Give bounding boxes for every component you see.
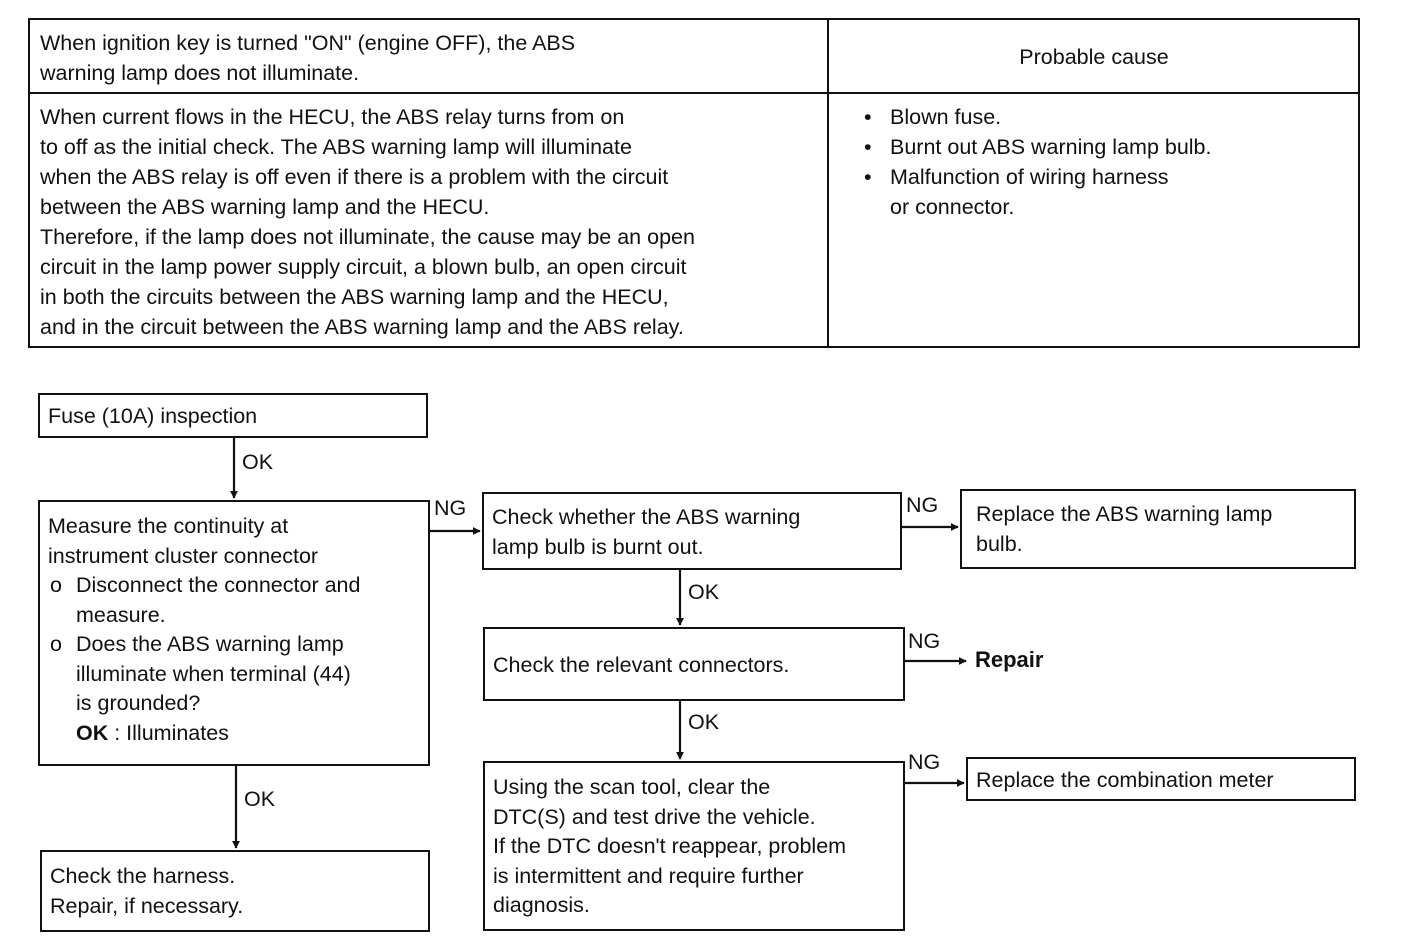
check-connectors-box: Check the relevant connectors.	[483, 627, 905, 701]
scan-line: If the DTC doesn't reappear, problem	[493, 834, 847, 858]
cause-text: or connector.	[890, 195, 1015, 219]
scan-line: Using the scan tool, clear the	[493, 775, 771, 799]
symptom-header: When ignition key is turned "ON" (engine…	[40, 28, 800, 88]
probable-cause-list: • Blown fuse. • Burnt out ABS warning lamp…	[860, 102, 1340, 222]
step-marker: o	[50, 632, 62, 656]
step-line: measure.	[76, 602, 166, 627]
scan-tool-box: Using the scan tool, clear the DTC(S) an…	[483, 761, 905, 931]
replace-bulb-line: Replace the ABS warning lamp	[976, 502, 1273, 526]
description-line: and in the circuit between the ABS warni…	[40, 315, 684, 339]
step-marker: o	[50, 573, 62, 597]
ok-label: OK	[244, 787, 276, 811]
table-divider-vertical	[827, 20, 829, 346]
symptom-header-line: warning lamp does not illuminate.	[40, 61, 360, 85]
ok-criteria: OK : Illuminates	[48, 719, 420, 749]
ok-label: OK	[242, 450, 274, 474]
bullet-icon: •	[864, 165, 872, 189]
probable-cause-header: Probable cause	[1019, 45, 1169, 69]
step-line: illuminate when terminal (44)	[76, 661, 351, 686]
harness-line: Check the harness.	[50, 864, 236, 888]
cause-text: Malfunction of wiring harness	[890, 165, 1169, 189]
harness-line: Repair, if necessary.	[50, 893, 244, 918]
fuse-inspection-text: Fuse (10A) inspection	[48, 404, 258, 428]
measure-line: instrument cluster connector	[48, 543, 319, 568]
ng-label: NG	[906, 493, 939, 517]
fuse-inspection-box: Fuse (10A) inspection	[38, 393, 428, 438]
cause-item: • Malfunction of wiring harness or connect…	[860, 162, 1340, 222]
measure-line: Measure the continuity at	[48, 514, 289, 538]
description-line: Therefore, if the lamp does not illumina…	[40, 225, 695, 249]
ng-label: NG	[908, 629, 941, 653]
bullet-icon: •	[864, 135, 872, 159]
step-line: is grounded?	[76, 691, 201, 715]
ng-label: NG	[908, 750, 941, 774]
cause-item: • Blown fuse.	[860, 102, 1340, 132]
description-line: when the ABS relay is off even if there …	[40, 165, 669, 189]
diagnosis-table: When ignition key is turned "ON" (engine…	[28, 18, 1360, 348]
description-line: to off as the initial check. The ABS war…	[40, 135, 632, 159]
bulb-line: lamp bulb is burnt out.	[492, 534, 704, 559]
check-harness-box: Check the harness. Repair, if necessary.	[40, 850, 430, 932]
symptom-header-line: When ignition key is turned "ON" (engine…	[40, 31, 576, 55]
cause-text: Burnt out ABS warning lamp bulb.	[890, 135, 1212, 159]
ok-label: OK	[688, 580, 720, 604]
step-line: Does the ABS warning lamp	[76, 632, 344, 656]
description-line: When current flows in the HECU, the ABS …	[40, 105, 625, 129]
measure-step: o Disconnect the connector and measure.	[48, 571, 420, 630]
replace-bulb-line: bulb.	[976, 531, 1023, 556]
scan-line: diagnosis.	[493, 893, 590, 917]
ok-criteria-text: : Illuminates	[108, 720, 229, 745]
description-line: between the ABS warning lamp and the HEC…	[40, 195, 490, 219]
ng-label: NG	[434, 496, 467, 520]
description-line: circuit in the lamp power supply circuit…	[40, 255, 687, 279]
scan-line: DTC(S) and test drive the vehicle.	[493, 804, 816, 829]
replace-bulb-box: Replace the ABS warning lamp bulb.	[960, 489, 1356, 569]
table-divider-horizontal	[30, 92, 1358, 94]
ok-label: OK	[688, 710, 720, 734]
bulb-line: Check whether the ABS warning	[492, 505, 801, 529]
connectors-text: Check the relevant connectors.	[493, 653, 790, 677]
repair-result: Repair	[975, 647, 1044, 672]
description-line: in both the circuits between the ABS war…	[40, 285, 669, 309]
replace-meter-box: Replace the combination meter	[966, 757, 1356, 801]
ok-criteria-label: OK	[76, 720, 109, 745]
check-bulb-box: Check whether the ABS warning lamp bulb …	[482, 492, 902, 570]
scan-line: is intermittent and require further	[493, 863, 804, 888]
cause-item: • Burnt out ABS warning lamp bulb.	[860, 132, 1340, 162]
bullet-icon: •	[864, 105, 872, 129]
step-line: Disconnect the connector and	[76, 573, 361, 597]
measure-step: o Does the ABS warning lamp illuminate w…	[48, 630, 420, 719]
symptom-description: When current flows in the HECU, the ABS …	[40, 102, 820, 342]
cause-text: Blown fuse.	[890, 105, 1002, 129]
replace-meter-text: Replace the combination meter	[976, 768, 1274, 792]
measure-continuity-box: Measure the continuity at instrument clu…	[38, 500, 430, 766]
